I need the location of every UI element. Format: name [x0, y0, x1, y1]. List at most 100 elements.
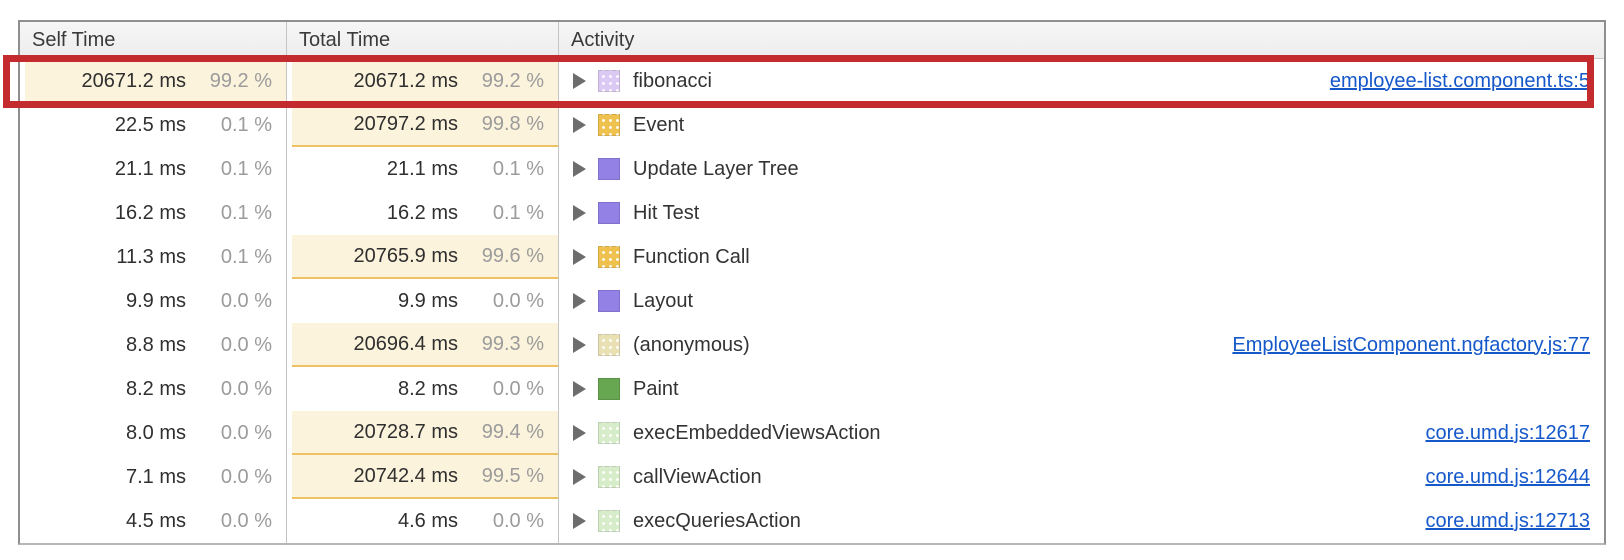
- expand-arrow-icon[interactable]: [573, 293, 586, 309]
- total-time-value: 20696.4 ms: [353, 332, 458, 355]
- table-row[interactable]: 20671.2 ms 99.2 % 20671.2 ms 99.2 % fibo…: [20, 59, 1604, 103]
- expand-arrow-icon[interactable]: [573, 117, 586, 133]
- expand-arrow-icon[interactable]: [573, 381, 586, 397]
- total-time-percent: 99.6 %: [481, 244, 544, 267]
- total-time-percent: 99.8 %: [481, 112, 544, 135]
- category-swatch-icon: [598, 158, 620, 180]
- activity-cell: fibonacci employee-list.component.ts:5: [559, 59, 1604, 103]
- table-row[interactable]: 8.2 ms 0.0 % 8.2 ms 0.0 % Paint: [20, 367, 1604, 411]
- table-row[interactable]: 8.8 ms 0.0 % 20696.4 ms 99.3 % (anonymou…: [20, 323, 1604, 367]
- total-time-value: 21.1 ms: [386, 157, 458, 180]
- self-time-percent: 0.0 %: [220, 333, 272, 356]
- activity-label: callViewAction: [633, 465, 762, 488]
- source-link[interactable]: core.umd.js:12713: [1425, 509, 1590, 532]
- total-time-cell: 20728.7 ms 99.4 %: [287, 411, 559, 455]
- expand-arrow-icon[interactable]: [573, 337, 586, 353]
- activity-label: execEmbeddedViewsAction: [633, 421, 881, 444]
- call-tree-table: Self Time Total Time Activity 20671.2 ms…: [18, 20, 1606, 545]
- activity-cell: Update Layer Tree: [559, 147, 1604, 191]
- self-time-cell: 8.8 ms 0.0 %: [20, 323, 287, 367]
- self-time-percent: 99.2 %: [209, 69, 272, 92]
- source-link[interactable]: core.umd.js:12644: [1425, 465, 1590, 488]
- expand-arrow-icon[interactable]: [573, 425, 586, 441]
- total-time-cell: 20696.4 ms 99.3 %: [287, 323, 559, 367]
- table-row[interactable]: 8.0 ms 0.0 % 20728.7 ms 99.4 % execEmbed…: [20, 411, 1604, 455]
- total-time-value: 9.9 ms: [397, 289, 458, 312]
- column-header-self-time[interactable]: Self Time: [20, 22, 287, 58]
- self-time-percent: 0.0 %: [220, 465, 272, 488]
- source-link[interactable]: employee-list.component.ts:5: [1329, 69, 1590, 92]
- total-time-cell: 21.1 ms 0.1 %: [287, 147, 559, 191]
- category-swatch-icon: [598, 510, 620, 532]
- self-time-percent: 0.1 %: [220, 245, 272, 268]
- category-swatch-icon: [598, 466, 620, 488]
- self-time-value: 16.2 ms: [114, 201, 186, 224]
- category-swatch-icon: [598, 290, 620, 312]
- table-row[interactable]: 9.9 ms 0.0 % 9.9 ms 0.0 % Layout: [20, 279, 1604, 323]
- total-time-value: 20728.7 ms: [353, 420, 458, 443]
- activity-cell: Function Call: [559, 235, 1604, 279]
- expand-arrow-icon[interactable]: [573, 469, 586, 485]
- total-time-percent: 99.5 %: [481, 464, 544, 487]
- total-time-value: 16.2 ms: [386, 201, 458, 224]
- category-swatch-icon: [598, 114, 620, 136]
- self-time-percent: 0.1 %: [220, 113, 272, 136]
- self-time-cell: 20671.2 ms 99.2 %: [20, 59, 287, 103]
- category-swatch-icon: [598, 202, 620, 224]
- activity-label: Hit Test: [633, 201, 700, 224]
- activity-label: execQueriesAction: [633, 509, 801, 532]
- self-time-cell: 16.2 ms 0.1 %: [20, 191, 287, 235]
- self-time-percent: 0.0 %: [220, 289, 272, 312]
- self-time-cell: 21.1 ms 0.1 %: [20, 147, 287, 191]
- self-time-cell: 8.0 ms 0.0 %: [20, 411, 287, 455]
- activity-cell: execQueriesAction core.umd.js:12713: [559, 499, 1604, 543]
- expand-arrow-icon[interactable]: [573, 73, 586, 89]
- total-time-value: 20742.4 ms: [353, 464, 458, 487]
- source-link[interactable]: core.umd.js:12617: [1425, 421, 1590, 444]
- category-swatch-icon: [598, 378, 620, 400]
- self-time-cell: 8.2 ms 0.0 %: [20, 367, 287, 411]
- total-time-value: 4.6 ms: [397, 509, 458, 532]
- table-row[interactable]: 11.3 ms 0.1 % 20765.9 ms 99.6 % Function…: [20, 235, 1604, 279]
- activity-cell: Event: [559, 103, 1604, 147]
- table-header-row: Self Time Total Time Activity: [20, 22, 1604, 59]
- column-header-total-time[interactable]: Total Time: [287, 22, 559, 58]
- expand-arrow-icon[interactable]: [573, 205, 586, 221]
- self-time-value: 11.3 ms: [116, 245, 186, 268]
- column-header-activity[interactable]: Activity: [571, 29, 635, 51]
- self-time-value: 8.8 ms: [125, 333, 186, 356]
- total-time-percent: 99.2 %: [481, 69, 544, 92]
- total-time-percent: 99.4 %: [481, 420, 544, 443]
- activity-label: fibonacci: [633, 69, 712, 92]
- expand-arrow-icon[interactable]: [573, 513, 586, 529]
- table-row[interactable]: 21.1 ms 0.1 % 21.1 ms 0.1 % Update Layer…: [20, 147, 1604, 191]
- activity-label: Paint: [633, 377, 679, 400]
- self-time-value: 4.5 ms: [125, 509, 186, 532]
- total-time-value: 20765.9 ms: [353, 244, 458, 267]
- table-row[interactable]: 22.5 ms 0.1 % 20797.2 ms 99.8 % Event: [20, 103, 1604, 147]
- table-row[interactable]: 7.1 ms 0.0 % 20742.4 ms 99.5 % callViewA…: [20, 455, 1604, 499]
- total-time-cell: 20671.2 ms 99.2 %: [287, 59, 559, 103]
- expand-arrow-icon[interactable]: [573, 161, 586, 177]
- self-time-percent: 0.0 %: [220, 421, 272, 444]
- category-swatch-icon: [598, 246, 620, 268]
- self-time-percent: 0.1 %: [220, 157, 272, 180]
- total-time-percent: 0.1 %: [492, 201, 544, 224]
- self-time-value: 7.1 ms: [125, 465, 186, 488]
- table-row[interactable]: 16.2 ms 0.1 % 16.2 ms 0.1 % Hit Test: [20, 191, 1604, 235]
- total-time-cell: 9.9 ms 0.0 %: [287, 279, 559, 323]
- total-time-value: 8.2 ms: [397, 377, 458, 400]
- self-time-percent: 0.0 %: [220, 377, 272, 400]
- source-link[interactable]: EmployeeListComponent.ngfactory.js:77: [1232, 333, 1590, 356]
- self-time-cell: 7.1 ms 0.0 %: [20, 455, 287, 499]
- total-time-cell: 8.2 ms 0.0 %: [287, 367, 559, 411]
- total-time-value: 20671.2 ms: [353, 69, 458, 92]
- activity-cell: callViewAction core.umd.js:12644: [559, 455, 1604, 499]
- expand-arrow-icon[interactable]: [573, 249, 586, 265]
- table-row[interactable]: 4.5 ms 0.0 % 4.6 ms 0.0 % execQueriesAct…: [20, 499, 1604, 543]
- self-time-value: 8.0 ms: [125, 421, 186, 444]
- self-time-cell: 9.9 ms 0.0 %: [20, 279, 287, 323]
- total-time-percent: 99.3 %: [481, 332, 544, 355]
- activity-label: Event: [633, 113, 685, 136]
